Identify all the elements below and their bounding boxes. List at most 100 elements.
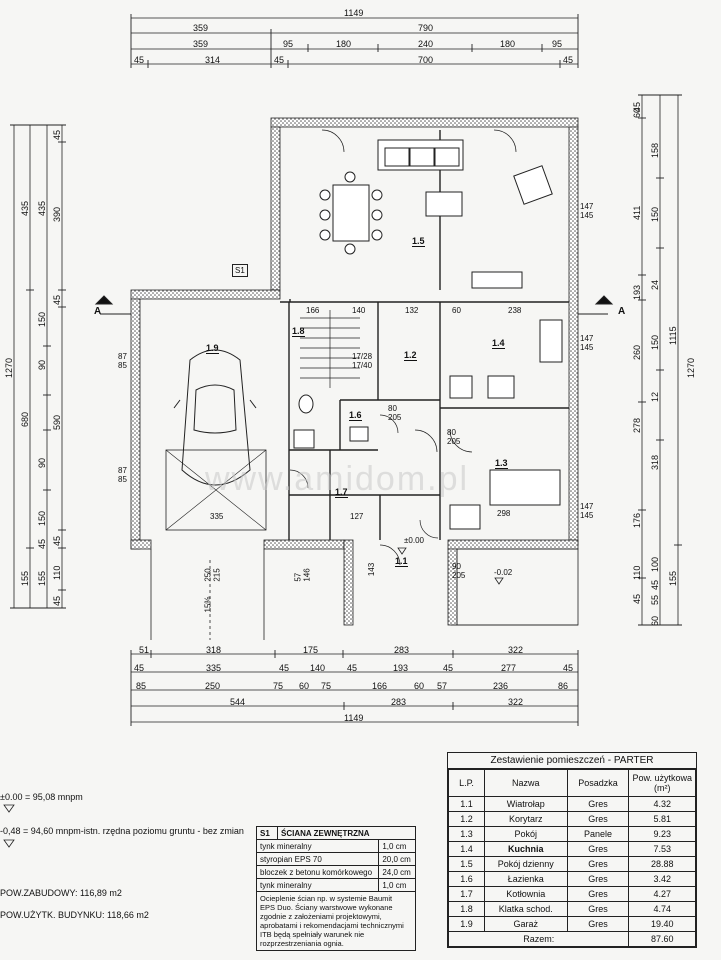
watermark: www.amidom.pl [205,460,470,498]
dim-left-c4-4: 45 [52,535,62,546]
dim-left-c3-0: 435 [37,200,47,216]
dim-bot-r1-1: 318 [206,645,222,655]
dim-bot-r3-6: 60 [414,681,425,691]
dim-top-r3-1: 95 [283,39,294,49]
dim-238: 238 [508,306,522,315]
dim-right-c1-5: 278 [632,417,642,433]
dim-top-total: 1149 [344,8,364,18]
dim-right-c3-1: 1270 [686,357,696,378]
dim-bot-r2-4: 45 [347,663,358,673]
dim-right-c2-0: 158 [650,142,660,158]
section-marker-a-right: A [618,306,626,317]
dim-bot-r3-8: 236 [493,681,509,691]
dim-right-c2-3: 150 [650,334,660,350]
dim-right-c1-6: 176 [632,512,642,528]
dim-166: 166 [306,306,320,315]
dim-top-r4-3: 700 [418,55,434,65]
room-label-1-7: 1.7 [335,487,348,498]
window-label-1-5: 147 145 [580,202,594,220]
room-label-1-8: 1.8 [292,326,305,337]
dim-298: 298 [497,509,511,518]
terrace-level-label: -0.02 [494,568,513,577]
dim-left-c2-1: 680 [20,411,30,427]
dim-top-r3-5: 95 [552,39,563,49]
door-label-80-205-b: 80 205 [447,428,461,446]
dim-bot-r3-5: 166 [372,681,388,691]
wall-layer-name: styropian EPS 70 [255,852,380,866]
garage-door-label: 250 215 [203,568,222,582]
dim-bot-total: 1149 [344,713,364,723]
dim-143: 143 [367,562,377,577]
dim-left-c4-5: 110 [52,565,62,580]
dim-left-c4-1: 390 [52,206,62,222]
dim-top-r2-1: 790 [418,23,434,33]
dim-left-c2-2: 155 [20,570,30,586]
dim-right-c1-1: 60 [632,107,642,118]
dim-right-c1-10: 60 [650,615,660,626]
section-marker-a-left: A [94,306,102,317]
window-label-1-4: 147 145 [580,334,594,352]
entry-level-label: ±0.00 [404,536,424,545]
dim-bot-r2-8: 45 [563,663,574,673]
dim-bot-r4-2: 322 [508,697,524,707]
dim-left-c3-4: 150 [37,510,47,526]
dim-bot-r2-1: 335 [206,663,222,673]
dim-top-r4-2: 45 [274,55,285,65]
dim-right-c2-2: 24 [650,279,660,290]
total-value: 87.60 [628,931,696,947]
dim-right-c1-3: 193 [632,284,642,300]
wall-layer-thickness: 1,0 cm [378,878,416,892]
wall-layer-thickness: 24,0 cm [378,865,416,879]
dim-left-c3-5: 45 [37,538,47,549]
dim-right-c1-2: 411 [632,205,642,220]
dim-right-c2-6: 100 [650,556,660,572]
dim-left-c4-6: 45 [52,595,62,606]
wall-layer-name: bloczek z betonu komórkowego [255,865,380,879]
dim-bot-r2-0: 45 [134,663,145,673]
dim-right-c2-5: 318 [650,454,660,470]
wall-tag-s1: S1 [232,264,248,277]
dim-right-c1-8: 45 [632,593,642,604]
wall-spec-note: Ocieplenie ścian np. w systemie Baumit E… [256,891,416,951]
dim-bot-r3-7: 57 [437,681,448,691]
dim-bot-r2-2: 45 [279,663,290,673]
built-area: POW.ZABUDOWY: 116,89 m2 [0,888,122,898]
dim-right-c1-7: 110 [632,565,642,580]
door-label-90-205: 90 205 [452,562,466,580]
level-note-ground: -0,48 = 94,60 mnpm-istn. rzędna poziomu … [0,826,244,836]
dim-left-c3-3: 90 [37,457,47,468]
dim-right-c1-4: 260 [632,344,642,360]
dim-right-c3-2: 155 [668,570,678,586]
room-schedule-title: Zestawienie pomieszczeń - PARTER [448,753,696,769]
dim-bot-r3-2: 75 [273,681,284,691]
dim-left-c2-0: 435 [20,200,30,216]
window-label-garage-1: 87 85 [118,352,127,370]
dim-left-c3-1: 150 [37,311,47,327]
table-total-row: Razem: 87.60 [447,931,696,947]
dim-bot-r1-3: 283 [394,645,410,655]
wall-spec-title: ŚCIANA ZEWNĘTRZNA [277,826,416,840]
col-lp: L.P. [447,769,486,797]
wall-layer-thickness: 1,0 cm [378,839,416,853]
level-note-0: ±0.00 = 95,08 mnpm [0,792,83,802]
dim-bot-r1-0: 51 [139,645,150,655]
room-label-1-3: 1.3 [495,458,508,469]
wall-layer-thickness: 20,0 cm [378,852,416,866]
col-name: Nazwa [484,769,568,797]
total-label: Razem: [447,931,630,947]
room-label-1-5: 1.5 [412,236,425,247]
room-schedule: Zestawienie pomieszczeń - PARTER L.P. Na… [447,752,697,948]
dim-right-c2-4: 12 [650,391,660,402]
dim-bot-r3-3: 60 [299,681,310,691]
dim-bot-r3-1: 250 [205,681,221,691]
dim-right-c2-7: 45 [650,579,660,590]
dim-right-c2-1: 150 [650,206,660,222]
room-label-1-1: 1.1 [395,556,408,567]
slope-label: 15% [203,596,213,613]
